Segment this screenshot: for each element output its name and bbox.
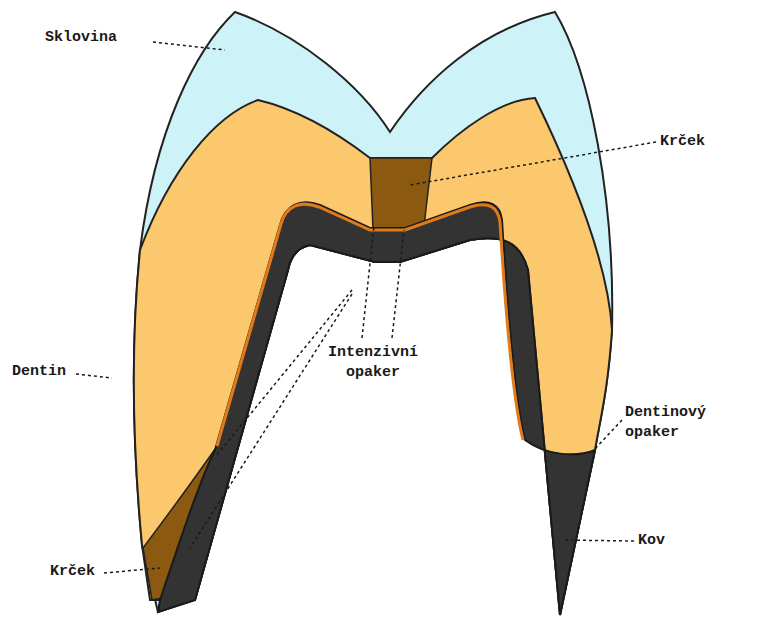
cervical-layer [370, 158, 432, 230]
leader-line [153, 42, 225, 50]
leader-line [362, 226, 374, 338]
part-label: Kov [638, 531, 718, 551]
opaque-layer [217, 204, 523, 446]
part-label: Intenzivní opaker [318, 343, 428, 383]
part-label: Krček [660, 132, 750, 152]
leader-line [76, 374, 112, 378]
leader-line [104, 568, 160, 573]
metal-framework [158, 202, 595, 615]
leader-line [592, 420, 622, 452]
part-label: Dentin [12, 362, 92, 382]
part-label: Sklovina [45, 28, 165, 48]
leader-line [392, 230, 404, 338]
part-label: Krček [50, 562, 130, 582]
leader-line [190, 294, 352, 548]
enamel-layer [134, 12, 612, 615]
leader-line [410, 142, 656, 185]
dentin-layer [134, 98, 612, 615]
leader-lines [76, 42, 656, 573]
leader-line [216, 290, 352, 456]
leader-line [562, 540, 634, 541]
part-label: Dentinový opaker [625, 403, 740, 443]
